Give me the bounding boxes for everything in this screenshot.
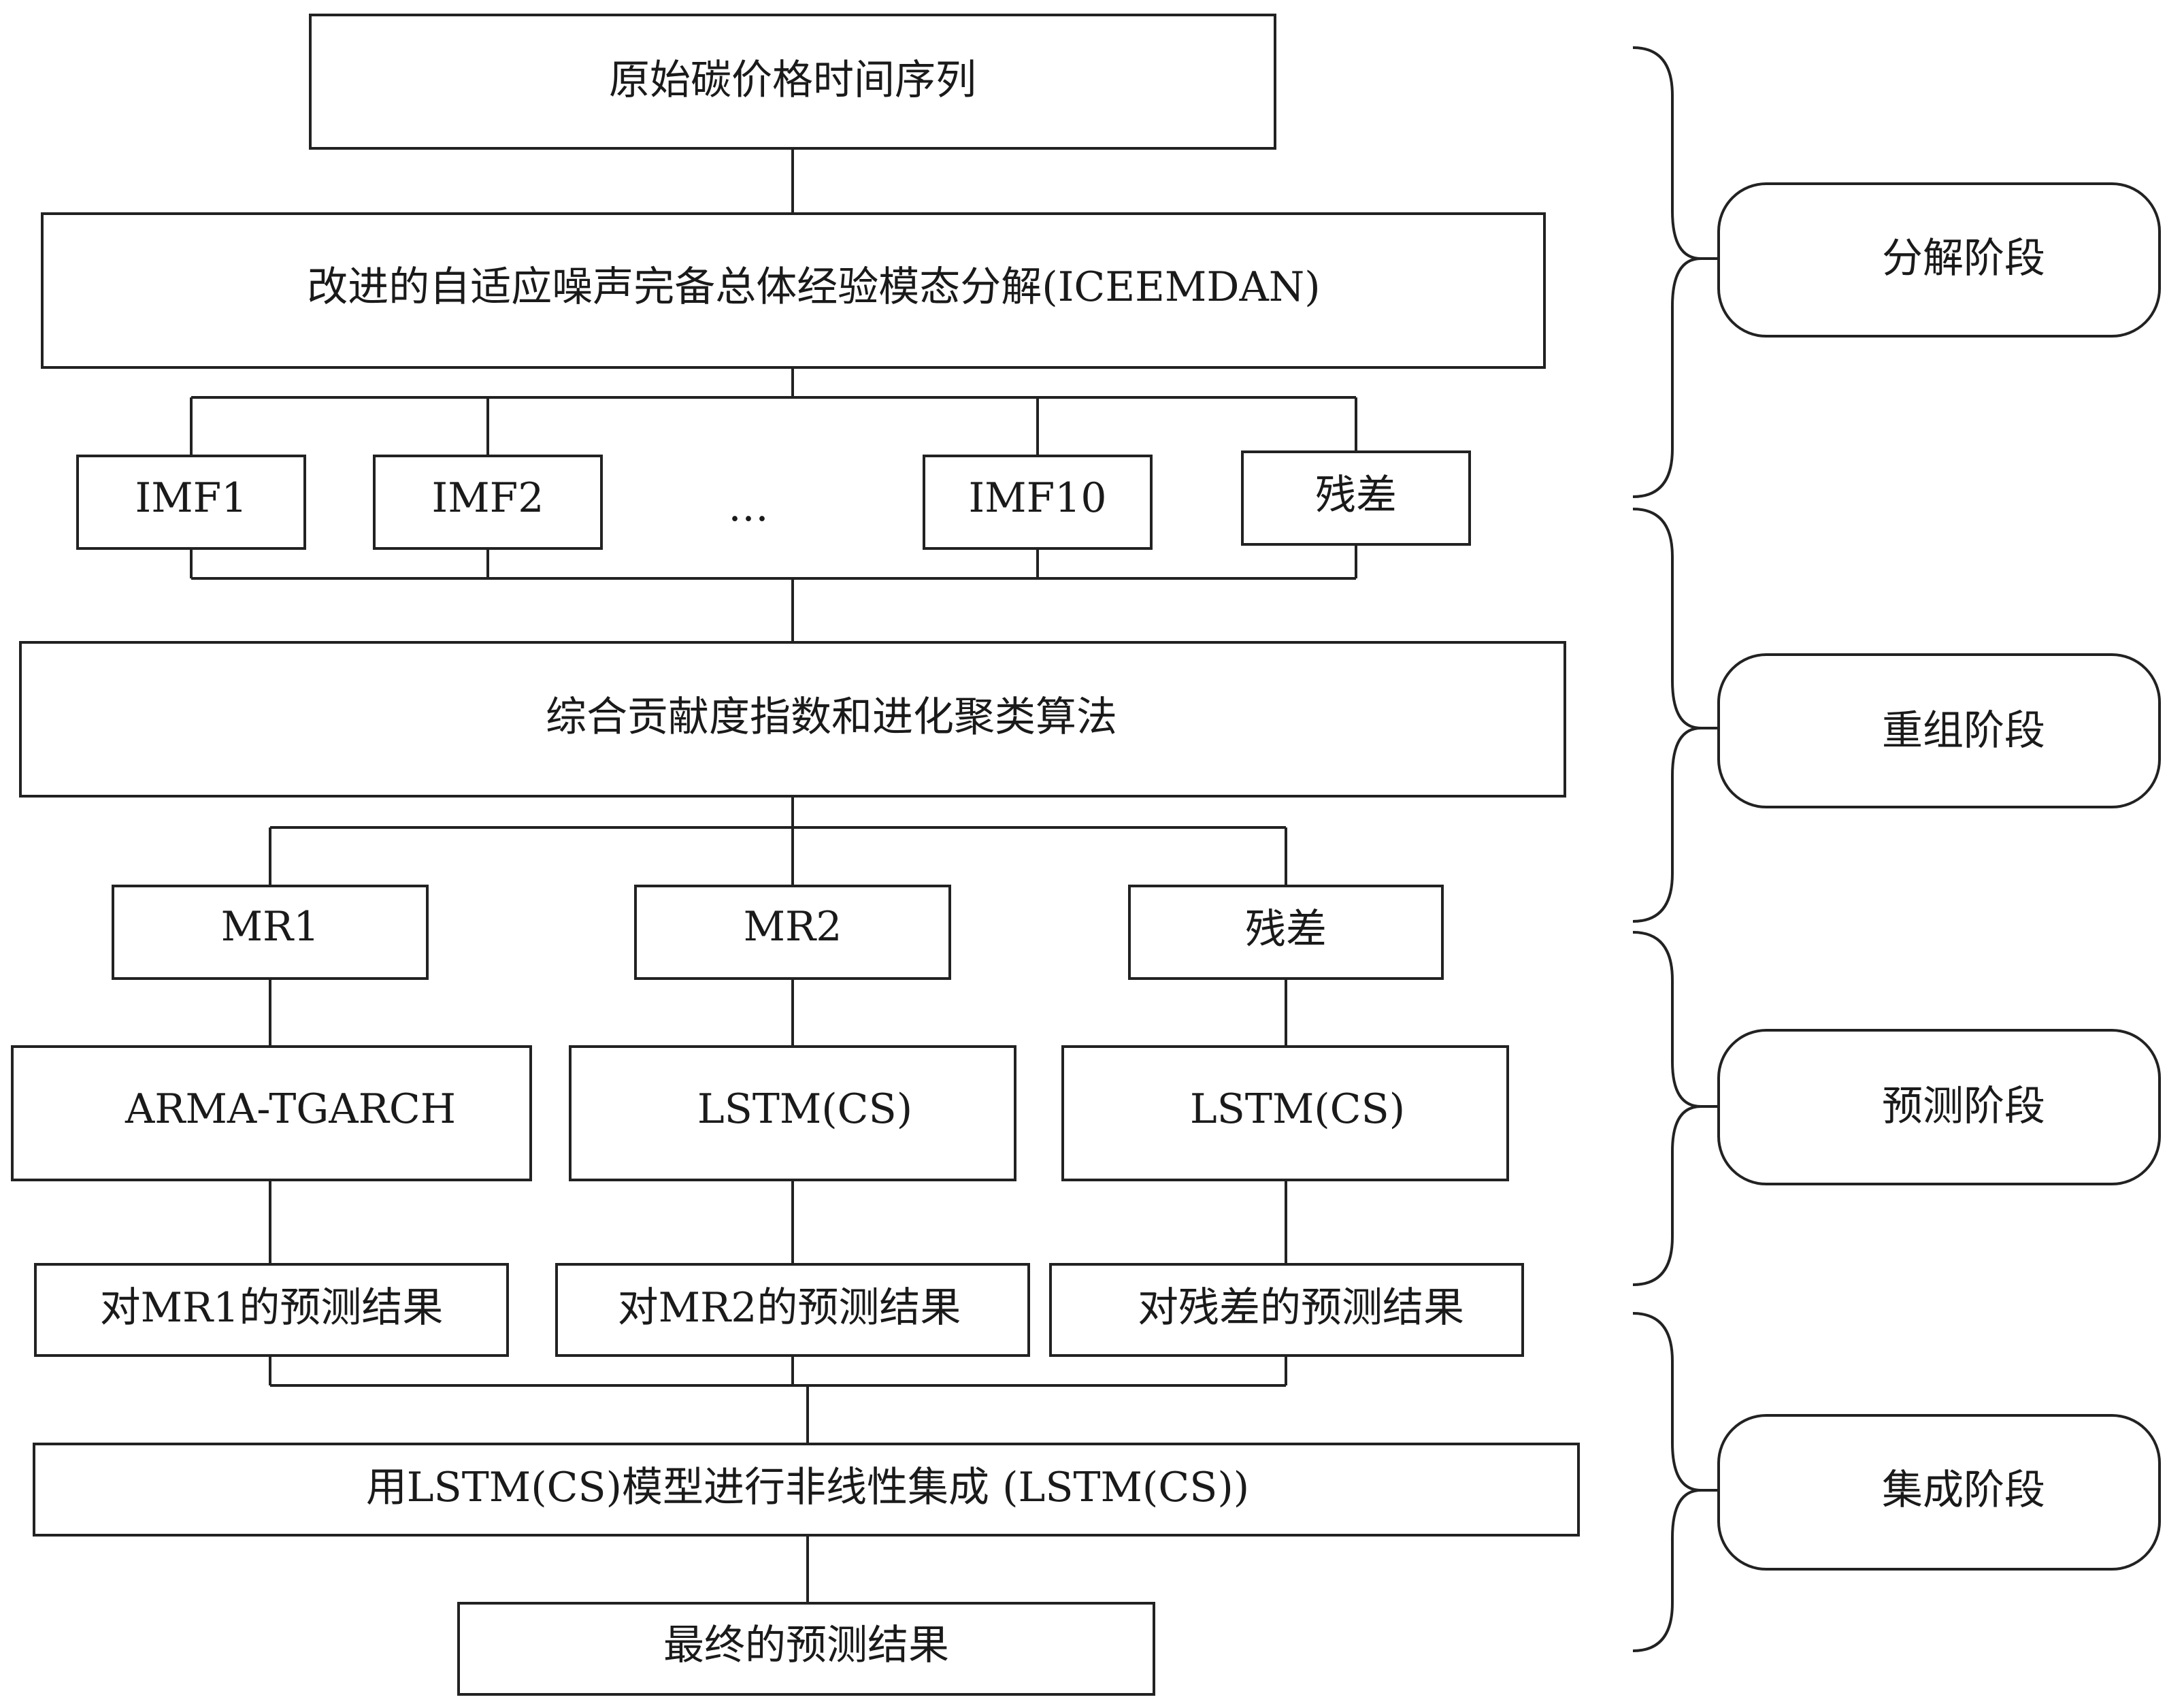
node-iceemdan: 改进的自适应噪声完备总体经验模态分解(ICEEMDAN) [41,212,1546,369]
node-imf1-label: IMF1 [135,474,248,522]
node-original-label: 原始碳价格时间序列 [609,56,976,104]
node-clustering: 综合贡献度指数和进化聚类算法 [19,641,1566,798]
node-final: 最终的预测结果 [457,1602,1155,1696]
stage-decomposition-label: 分解阶段 [1882,235,2045,282]
node-pred-residual-label: 对残差的预测结果 [1138,1284,1464,1332]
node-mr2: MR2 [634,885,951,980]
node-arma-tgarch-label: ARMA-TGARCH [125,1085,456,1133]
brace-reconstruction [1632,508,1702,923]
stage-braces [1632,46,1719,1652]
node-integration: 用LSTM(CS)模型进行非线性集成 (LSTM(CS)) [33,1443,1580,1537]
stage-decomposition: 分解阶段 [1717,182,2161,338]
node-pred-mr2-label: 对MR2的预测结果 [618,1284,961,1332]
connectors [190,148,1357,1602]
node-imf2: IMF2 [373,455,603,550]
stage-reconstruction: 重组阶段 [1717,653,2161,808]
stage-reconstruction-label: 重组阶段 [1882,707,2045,755]
node-mr1: MR1 [112,885,429,980]
node-residual-1: 残差 [1241,450,1471,546]
brace-prediction [1632,931,1702,1286]
node-lstm-mr2: LSTM(CS) [569,1045,1016,1181]
node-mr1-label: MR1 [221,903,320,951]
brace-integration [1632,1312,1702,1652]
node-final-label: 最终的预测结果 [663,1622,949,1669]
brace-decomposition [1632,46,1702,498]
ellipsis-label: … [728,483,769,531]
node-pred-mr2: 对MR2的预测结果 [555,1263,1030,1357]
node-mr2-label: MR2 [744,903,842,951]
node-lstm-mr2-label: LSTM(CS) [697,1085,912,1133]
stage-integration-label: 集成阶段 [1882,1466,2045,1514]
node-pred-mr1-label: 对MR1的预测结果 [100,1284,444,1332]
stage-integration: 集成阶段 [1717,1414,2161,1571]
node-residual-2: 残差 [1128,885,1444,980]
node-imf1: IMF1 [76,455,306,550]
node-imf10-label: IMF10 [968,474,1106,522]
node-iceemdan-label: 改进的自适应噪声完备总体经验模态分解(ICEEMDAN) [307,263,1320,311]
node-lstm-residual-label: LSTM(CS) [1190,1085,1405,1133]
stage-prediction: 预测阶段 [1717,1029,2161,1185]
node-integration-label: 用LSTM(CS)模型进行非线性集成 (LSTM(CS)) [366,1464,1249,1511]
stage-prediction-label: 预测阶段 [1882,1083,2045,1130]
node-pred-residual: 对残差的预测结果 [1049,1263,1524,1357]
node-pred-mr1: 对MR1的预测结果 [34,1263,509,1357]
node-original: 原始碳价格时间序列 [309,14,1276,150]
node-lstm-residual: LSTM(CS) [1061,1045,1509,1181]
node-residual-2-label: 残差 [1245,906,1327,953]
node-imf2-label: IMF2 [432,474,544,522]
node-clustering-label: 综合贡献度指数和进化聚类算法 [546,693,1117,741]
node-arma-tgarch: ARMA-TGARCH [11,1045,532,1181]
node-residual-1-label: 残差 [1315,472,1397,519]
node-imf10: IMF10 [923,455,1153,550]
